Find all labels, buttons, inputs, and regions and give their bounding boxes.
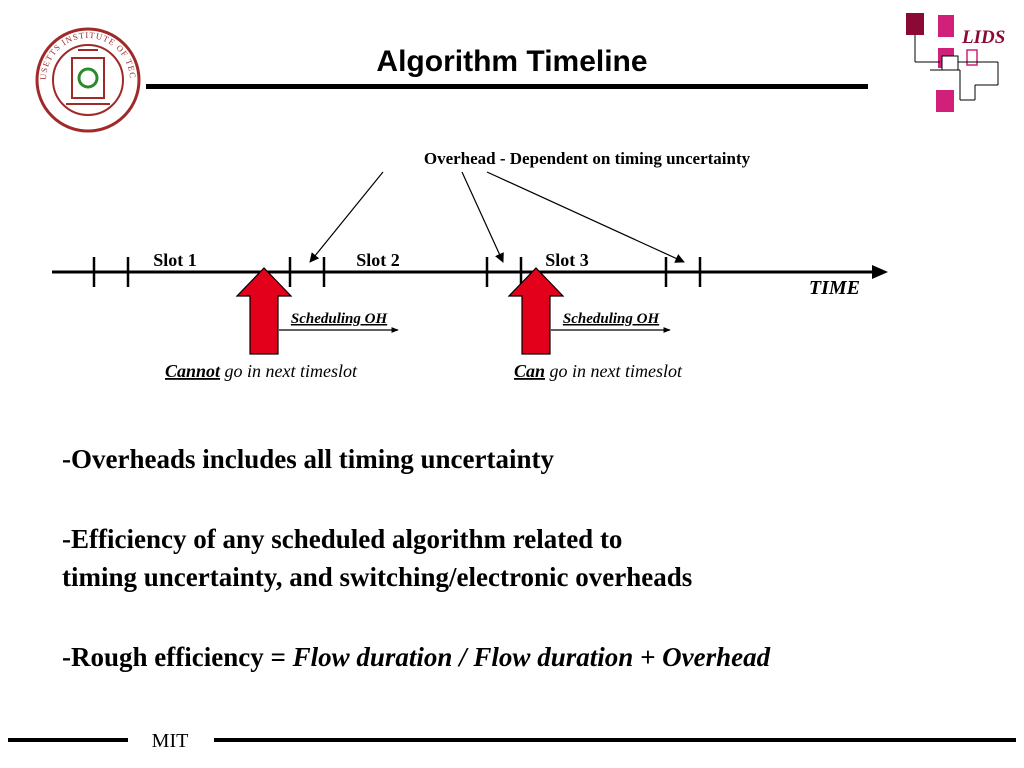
bullet-efficiency-line-2: timing uncertainty, and switching/electr… [62, 562, 693, 592]
time-axis-arrowhead [872, 265, 888, 279]
scheduling-oh-label-2: Scheduling OH [563, 311, 661, 327]
bullet-list: -Overheads includes all timing uncertain… [62, 440, 1002, 676]
rough-efficiency-prefix: -Rough efficiency = [62, 642, 293, 672]
lids-logo-text: LIDS [961, 27, 1005, 48]
cannot-word: Cannot [165, 361, 221, 381]
cannot-rest: go in next timeslot [220, 361, 358, 381]
footer-label: MIT [152, 730, 189, 752]
can-rest: go in next timeslot [545, 361, 683, 381]
lids-logo-icon [906, 13, 999, 112]
rough-efficiency-formula: Flow duration / Flow duration + Overhead [292, 642, 771, 672]
up-arrow-icon [507, 267, 565, 355]
can-word: Can [514, 361, 545, 381]
bullet-rough-efficiency: -Rough efficiency = Flow duration / Flow… [62, 638, 1002, 676]
scheduling-oh-label-1: Scheduling OH [291, 311, 389, 327]
mit-seal-icon: MASSACHUSETTS INSTITUTE OF TECHNOLOGY [0, 0, 141, 133]
overhead-pointer-3 [486, 171, 685, 263]
overhead-pointer-1 [309, 171, 384, 263]
up-arrow-icon [235, 267, 293, 355]
time-axis-label: TIME [809, 277, 860, 299]
bullet-overheads: -Overheads includes all timing uncertain… [62, 444, 554, 474]
cannot-caption: Cannot go in next timeslot [165, 361, 358, 381]
footer-rule-left [8, 738, 128, 742]
overhead-pointer-2 [461, 171, 504, 263]
can-caption: Can go in next timeslot [514, 361, 683, 381]
overhead-note: Overhead - Dependent on timing uncertain… [424, 149, 751, 168]
slot-label-2: Slot 2 [356, 250, 400, 270]
slot-label-1: Slot 1 [153, 250, 197, 270]
title-underline [146, 84, 868, 89]
bullet-efficiency-line-1: -Efficiency of any scheduled algorithm r… [62, 524, 623, 554]
footer-rule-right [214, 738, 1016, 742]
page-title: Algorithm Timeline [376, 45, 647, 78]
slot-boundaries [92, 257, 702, 287]
slot-label-3: Slot 3 [545, 250, 589, 270]
